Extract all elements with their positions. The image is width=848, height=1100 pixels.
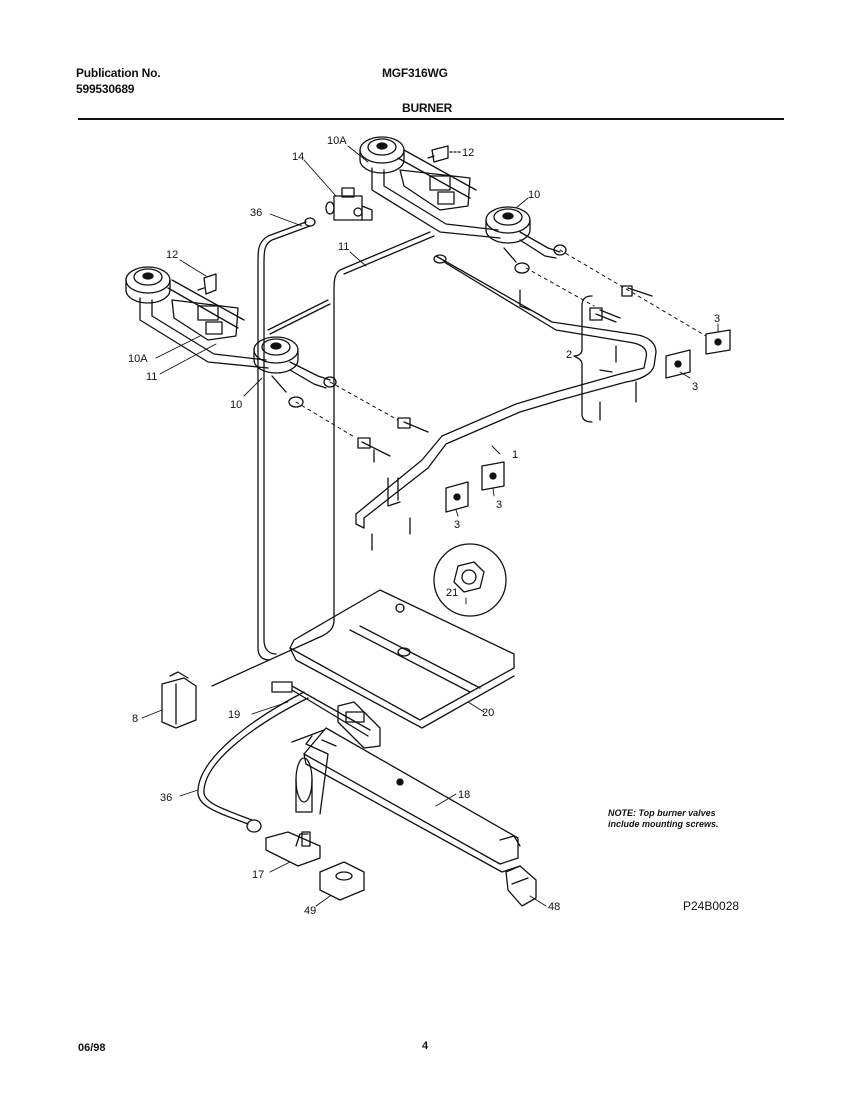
bracket-48: [505, 865, 537, 907]
callout-49: 49: [304, 905, 316, 917]
callout-2: 2: [566, 349, 572, 361]
section-title: BURNER: [402, 101, 453, 115]
orifice-holders: [357, 285, 653, 463]
callout-12-left: 12: [166, 249, 178, 261]
callout-14: 14: [292, 151, 304, 163]
publication-label: Publication No.: [76, 66, 161, 80]
callout-48: 48: [548, 901, 560, 913]
callout-3-r2: 3: [692, 381, 698, 393]
igniter-19: [271, 681, 381, 749]
leader-lines: [141, 145, 719, 907]
callout-1: 1: [512, 449, 518, 461]
heat-shield-20: [289, 589, 515, 729]
insulators-3: [445, 329, 731, 513]
part-8-bracket: [161, 671, 197, 729]
callout-12-top: 12: [462, 147, 474, 159]
leader-dashes: [295, 249, 707, 439]
valve-14: [325, 187, 373, 221]
footer-page-number: 4: [422, 1040, 429, 1052]
note-line-2: include mounting screws.: [608, 819, 719, 829]
burner-support-frame: [355, 254, 657, 551]
callout-3-r1: 3: [714, 313, 720, 325]
footer-date: 06/98: [78, 1042, 106, 1054]
callout-11-left: 11: [146, 371, 157, 383]
callout-17: 17: [252, 869, 264, 881]
oven-burner-18: [291, 727, 521, 873]
note-line-1: NOTE: Top burner valves: [608, 808, 716, 818]
bracket-2: [573, 295, 593, 423]
callout-10a-left: 10A: [128, 353, 148, 365]
header-rule: [78, 118, 784, 120]
mounting-note: NOTE: Top burner valves include mounting…: [608, 808, 719, 830]
callout-36-top: 36: [250, 207, 262, 219]
bracket-49: [319, 861, 365, 901]
callout-21: 21: [446, 587, 458, 599]
callout-20: 20: [482, 707, 494, 719]
callout-11-top: 11: [338, 241, 349, 253]
right-burner-assembly: [359, 136, 567, 274]
callout-8: 8: [132, 713, 138, 725]
left-burner-assembly: [125, 266, 337, 408]
callout-3-m2: 3: [496, 499, 502, 511]
callout-10-left: 10: [230, 399, 242, 411]
clip-12-left: [197, 273, 217, 295]
publication-number: 599530689: [76, 82, 135, 96]
locknut-21: [433, 543, 507, 617]
tube-36-and-valve-17: [197, 691, 321, 867]
drawing-code: P24B0028: [683, 899, 740, 913]
callout-36-bottom: 36: [160, 792, 172, 804]
model-number: MGF316WG: [382, 66, 448, 80]
callout-labels: 10A 14 12 36 11 10 12 3 2 3 10A 11 10 1 …: [128, 135, 720, 917]
callout-10-right: 10: [528, 189, 540, 201]
callout-10a-top: 10A: [327, 135, 347, 147]
tubing-36-11: [211, 217, 435, 687]
clip-12-top: [427, 145, 461, 163]
callout-18: 18: [458, 789, 470, 801]
callout-3-m1: 3: [454, 519, 460, 531]
callout-19: 19: [228, 709, 240, 721]
